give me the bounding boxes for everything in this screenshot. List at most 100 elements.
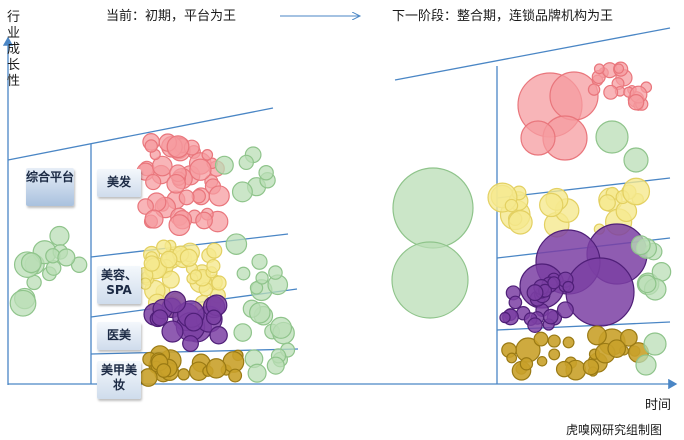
hair-cluster-bubble <box>137 198 154 215</box>
nails-chain-cluster-bubble <box>562 336 575 349</box>
spa-chain-cluster-bubble <box>622 177 651 206</box>
nails-cluster-bubble <box>177 368 190 381</box>
nails-chain-cluster-bubble <box>536 356 548 367</box>
hair-chain-bubble <box>549 71 599 121</box>
hair-chain-bubble <box>520 120 556 156</box>
medical-cluster-bubble <box>209 326 228 345</box>
beauty-spa-cluster-bubble <box>189 269 203 282</box>
hair-chain-small-bubble <box>603 84 619 100</box>
nails-chain-cluster-bubble <box>506 352 518 364</box>
beauty-spa-small-cluster-bubble <box>249 281 264 295</box>
segment-label-beauty-spa: 美容、SPA <box>97 266 141 304</box>
hair-cluster-bubble <box>168 214 191 237</box>
y-axis-label: 行业成长性 <box>7 10 21 89</box>
platform-cluster-bubble <box>20 252 42 274</box>
segment-label-nails-makeup: 美甲美妆 <box>97 361 141 399</box>
platform-cluster-bubble <box>49 225 70 247</box>
beauty-spa-cluster-bubble <box>179 248 198 267</box>
nails-chain-cluster-bubble <box>547 334 561 348</box>
nails-chain-cluster-bubble <box>533 331 549 347</box>
hair-chain-small-bubble <box>593 63 605 75</box>
nails-chain-cluster-bubble <box>555 360 573 378</box>
medical-chain-small-bubble <box>527 317 543 333</box>
hair-green-bubble <box>623 147 649 173</box>
hair-cluster-bubble <box>144 139 158 153</box>
nails-chain-cluster-bubble <box>620 328 638 347</box>
segment-label-hair: 美发 <box>97 169 141 197</box>
nails-cluster-bubble <box>228 368 243 383</box>
x-axis-label: 时间 <box>645 398 672 413</box>
growth-line-next <box>394 27 671 81</box>
medical-chain-small-bubble <box>526 284 544 302</box>
medical-chain-small-bubble <box>499 311 511 324</box>
segment-boundary-next-3 <box>496 321 671 331</box>
medical-chain-small-bubble <box>547 276 561 290</box>
hair-cluster-bubble <box>144 209 164 229</box>
beauty-spa-cluster-bubble <box>161 270 180 289</box>
nails-chain-cluster-bubble <box>607 339 627 358</box>
hair-cluster-bubble <box>195 211 213 230</box>
beauty-spa-cluster-bubble <box>160 250 178 269</box>
medical-small-cluster-bubble <box>233 323 253 342</box>
segment-label-medical-beauty: 医美 <box>97 322 141 350</box>
nails-chain-cluster-bubble <box>519 357 534 371</box>
hair-chain-small-bubble <box>587 83 601 96</box>
spa-chain-cluster-bubble <box>504 198 519 213</box>
beauty-spa-cluster-bubble <box>211 275 227 291</box>
spa-chain-bubble <box>565 257 635 327</box>
platform-cluster-bubble <box>57 248 76 267</box>
chain-large-bubble <box>392 167 474 249</box>
hair-chain-small-bubble <box>613 63 625 74</box>
beauty-spa-small-cluster-bubble <box>251 253 268 270</box>
medical-cluster-bubble <box>161 320 184 343</box>
medical-cluster-bubble <box>205 309 222 326</box>
medical-chain-small-bubble <box>542 308 559 325</box>
platform-cluster-bubble <box>9 289 37 317</box>
hair-cluster-bubble <box>166 173 186 194</box>
hair-cluster-bubble <box>145 173 162 191</box>
hair-small-cluster-bubble <box>214 155 234 175</box>
spa-chain-cluster-bubble <box>598 194 616 212</box>
nails-chain-cluster-bubble <box>548 348 561 361</box>
nails-green-bubble <box>635 354 657 376</box>
nails-cluster-bubble <box>206 358 227 379</box>
medical-chain-small-bubble <box>562 280 575 293</box>
nails-green-bubble <box>643 332 667 356</box>
medical-cluster-bubble <box>182 335 199 353</box>
nails-cluster-bubble <box>156 363 172 378</box>
medical-cluster-bubble <box>184 312 204 332</box>
beauty-spa-small-cluster-bubble <box>268 265 283 280</box>
hair-small-cluster-bubble <box>231 181 253 203</box>
hair-cluster-bubble <box>201 149 214 161</box>
stage-next-label: 下一阶段：整合期，连锁品牌机构为王 <box>392 9 614 24</box>
beauty-spa-small-cluster-bubble <box>255 271 269 285</box>
beauty-spa-cluster-bubble <box>206 258 221 274</box>
beauty-spa-small-cluster-bubble <box>225 233 248 255</box>
nails-chain-cluster-bubble <box>587 325 607 346</box>
segment-boundary-current-3 <box>90 348 299 355</box>
stage-current-label: 当前：初期，平台为王 <box>106 9 237 24</box>
source-credit: 虎嗅网研究组制图 <box>566 423 663 437</box>
hair-cluster-bubble <box>189 158 212 181</box>
medical-small-cluster-bubble <box>269 316 293 339</box>
nails-small-cluster-bubble <box>266 356 285 375</box>
platform-label: 综合平台 <box>26 168 74 206</box>
beauty-spa-cluster-bubble <box>139 277 152 290</box>
nails-small-cluster-bubble <box>247 363 267 383</box>
growth-line-current <box>7 107 274 161</box>
beauty-spa-cluster-bubble <box>143 255 160 272</box>
beauty-spa-cluster-bubble <box>206 242 223 259</box>
beauty-spa-small-cluster-bubble <box>236 266 251 281</box>
medical-cluster-bubble <box>151 309 169 327</box>
hair-small-cluster-bubble <box>258 165 274 181</box>
hair-small-cluster-bubble <box>238 154 254 171</box>
medical-chain-small-bubble <box>556 301 574 319</box>
chain-large-bubble <box>391 241 469 319</box>
spa-chain-cluster-bubble <box>539 192 564 218</box>
medical-cluster-bubble <box>163 290 187 314</box>
hair-chain-small-bubble <box>627 94 645 111</box>
medical-small-cluster-bubble <box>249 302 271 324</box>
next-green-cluster-bubble <box>637 274 657 294</box>
